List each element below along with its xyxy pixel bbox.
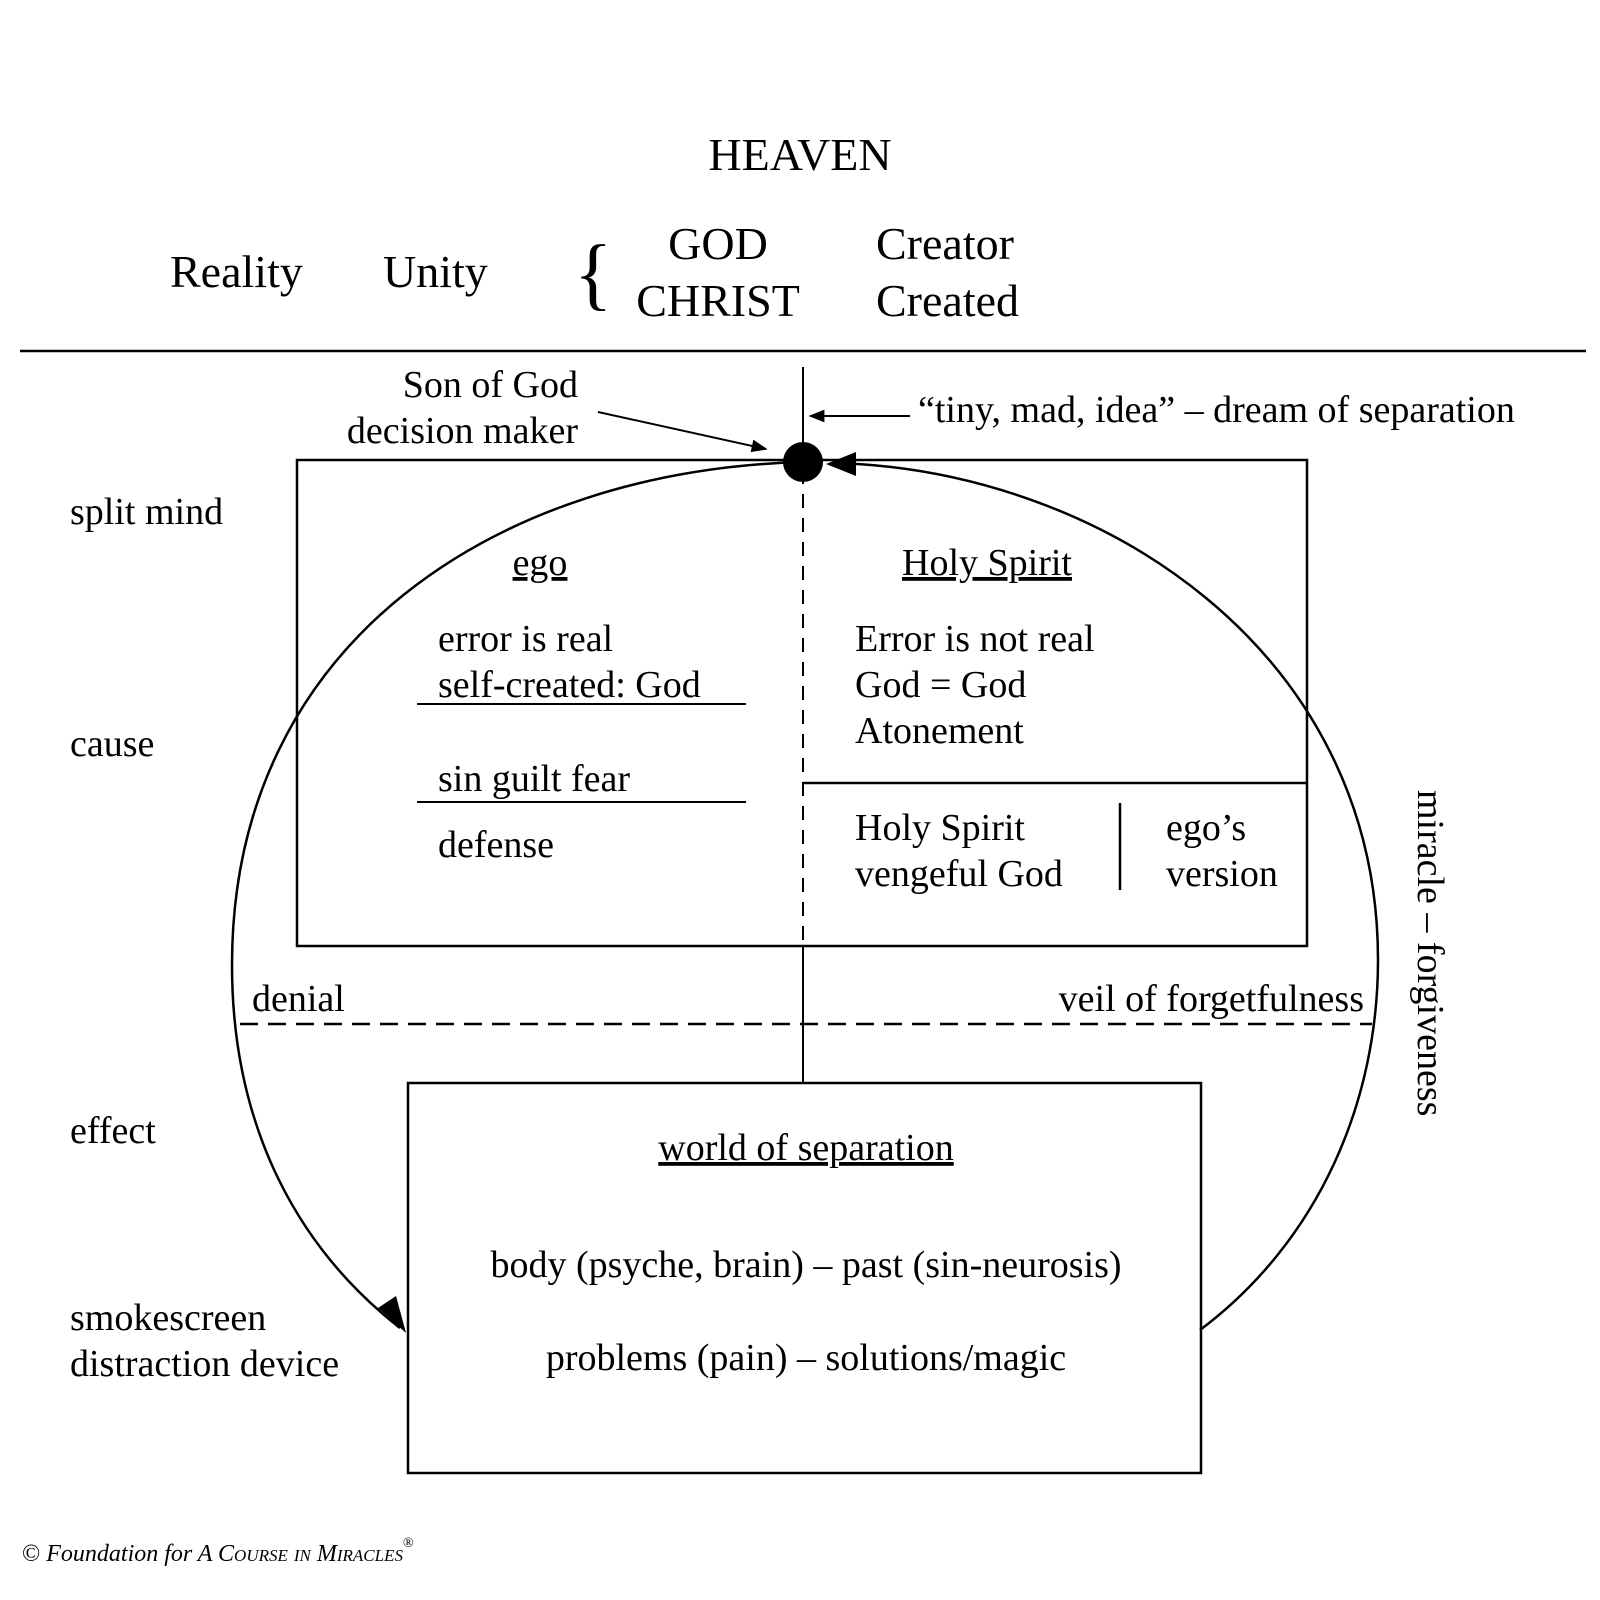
veil-of-forgetfulness-label: veil of forgetfulness — [1059, 978, 1364, 1020]
ego-line-defense: defense — [438, 824, 554, 866]
world-line-problems: problems (pain) – solutions/magic — [546, 1337, 1066, 1379]
unity-label: Unity — [383, 246, 488, 297]
hs-line-atonement: Atonement — [855, 710, 1024, 752]
world-of-separation-box — [406, 1081, 1203, 1475]
miracle-forgiveness-label: miracle – forgiveness — [1409, 790, 1451, 1116]
brace-icon: { — [574, 230, 612, 318]
holy-spirit-heading: Holy Spirit — [902, 542, 1072, 584]
distraction-device-label: distraction device — [70, 1343, 339, 1385]
ego-heading: ego — [513, 542, 568, 584]
ev-vengeful-god: vengeful God — [855, 853, 1063, 895]
ego-line-sin-guilt-fear: sin guilt fear — [438, 758, 630, 800]
miracle-arc — [834, 461, 1380, 1331]
effect-label: effect — [70, 1110, 156, 1152]
ego-arc-arrow — [230, 460, 804, 1329]
tiny-mad-idea-label: “tiny, mad, idea” – dream of separation — [918, 389, 1515, 431]
reality-label: Reality — [170, 246, 303, 297]
ev-holy-spirit: Holy Spirit — [855, 807, 1025, 849]
son-of-god-label: Son of God — [403, 364, 578, 406]
christ-label: CHRIST — [636, 275, 800, 326]
ego-line-error-is-real: error is real — [438, 618, 613, 660]
heaven-title: HEAVEN — [708, 129, 891, 180]
denial-label: denial — [252, 978, 345, 1020]
decision-maker-label: decision maker — [347, 410, 578, 452]
ego-line-self-created: self-created: God — [438, 664, 701, 706]
decision-maker-arrow — [597, 411, 768, 453]
creator-label: Creator — [876, 218, 1014, 269]
split-mind-label: split mind — [70, 491, 223, 533]
god-label: GOD — [668, 218, 768, 269]
ev-egos: ego’s — [1166, 807, 1246, 849]
ev-version: version — [1166, 853, 1278, 895]
hs-line-error-not-real: Error is not real — [855, 618, 1095, 660]
miracle-arc-arrowhead — [826, 452, 856, 476]
world-heading: world of separation — [658, 1127, 953, 1169]
copyright-notice: © Foundation for A Course in Miracles® — [22, 1536, 414, 1567]
smokescreen-label: smokescreen — [70, 1297, 266, 1339]
ego-arc-arrowhead — [378, 1296, 406, 1333]
world-line-body: body (psyche, brain) – past (sin-neurosi… — [490, 1244, 1121, 1286]
cause-label: cause — [70, 723, 154, 765]
decision-maker-dot — [783, 442, 823, 482]
created-label: Created — [876, 275, 1019, 326]
hs-line-god-equals-god: God = God — [855, 664, 1026, 706]
